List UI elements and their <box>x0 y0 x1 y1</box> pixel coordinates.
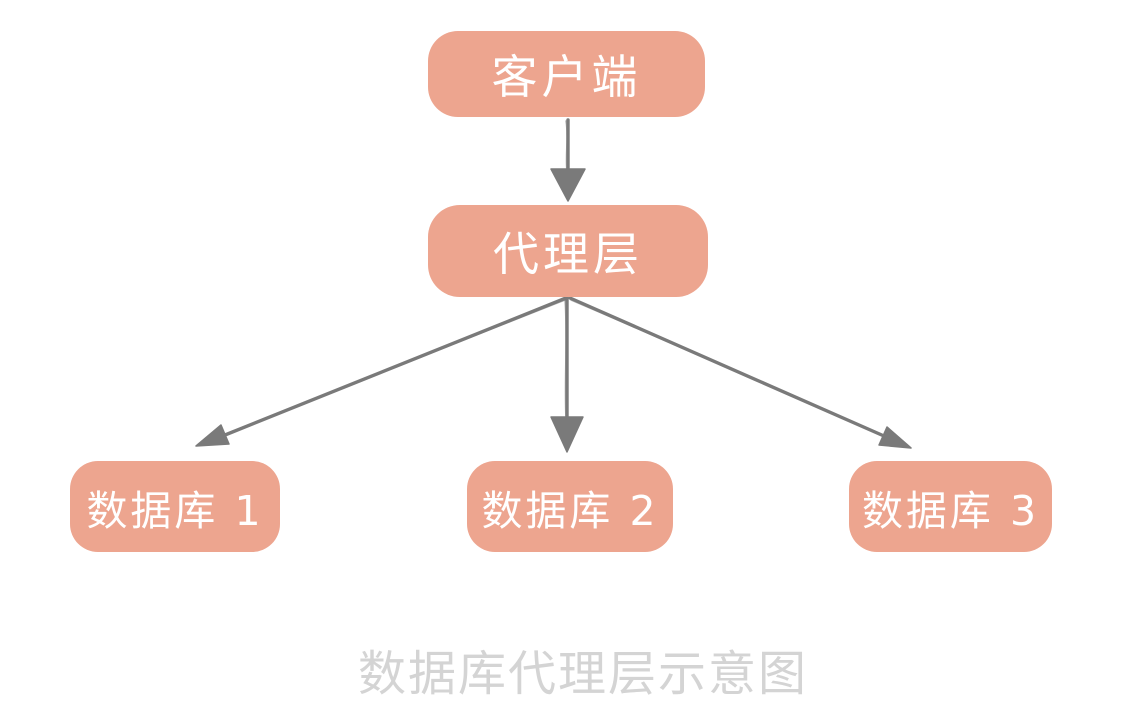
arrowhead-down <box>550 416 584 453</box>
node-database-3: 数据库 3 <box>849 461 1052 552</box>
arrowhead-down-right <box>878 426 912 449</box>
node-database-2: 数据库 2 <box>467 461 673 552</box>
arrow-client-to-proxy <box>550 118 586 202</box>
arrow-proxy-to-db1 <box>195 296 568 447</box>
arrowhead-down-left <box>195 424 230 447</box>
node-client: 客户端 <box>428 31 705 117</box>
arrowhead-down <box>550 168 586 202</box>
node-database-1: 数据库 1 <box>70 461 280 552</box>
arrow-proxy-to-db3 <box>568 296 912 449</box>
arrow-proxy-to-db2 <box>550 296 584 453</box>
diagram-caption: 数据库代理层示意图 <box>357 646 809 702</box>
node-proxy-layer: 代理层 <box>428 205 708 297</box>
